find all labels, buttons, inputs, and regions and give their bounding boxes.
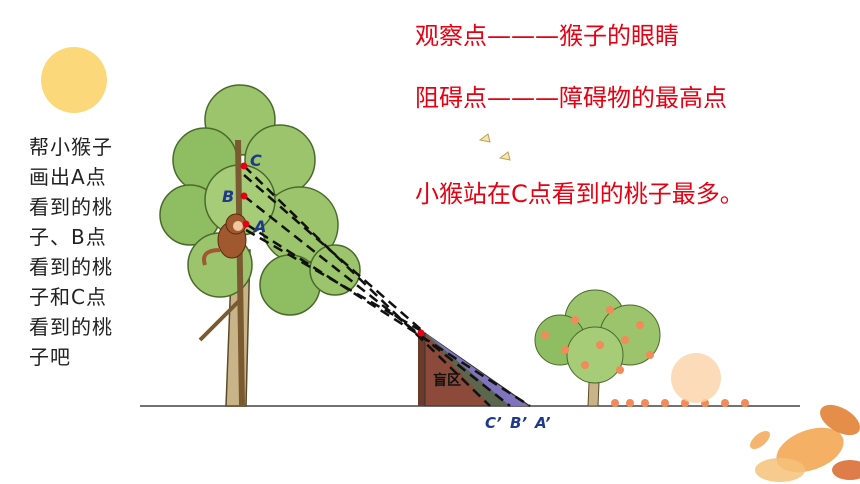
- point-b-dot: [240, 192, 248, 200]
- blind-zone-label: 盲区: [433, 372, 461, 389]
- point-c-dot: [240, 162, 248, 170]
- obstacle-point-text: 阻碍点———障碍物的最高点: [415, 84, 727, 112]
- point-a-label: A: [252, 217, 266, 236]
- ground-point-c-label: C’: [485, 414, 502, 432]
- sight-lines: [243, 165, 531, 408]
- ground-point-a-label: A’: [534, 414, 551, 432]
- ground-peaches: [611, 399, 749, 407]
- big-tree: [159, 84, 361, 407]
- point-b-label: B: [222, 187, 234, 206]
- butterfly-icon: [478, 133, 511, 161]
- autumn-leaves-decoration: [750, 404, 860, 482]
- sun-decoration: [41, 47, 107, 113]
- decor-circle: [671, 353, 721, 403]
- conclusion-text: 小猴站在C点看到的桃子最多。: [415, 180, 744, 208]
- obstacle-top-point: [417, 329, 425, 337]
- point-a-dot: [242, 220, 250, 228]
- peach-tree: [534, 289, 661, 407]
- ground-point-b-label: B’: [510, 414, 527, 432]
- monkey-figure: [202, 213, 247, 266]
- instruction-text: 帮小猴子画出A点看到的桃子、B点看到的桃子和C点看到的桃子吧: [29, 135, 113, 369]
- observation-point-text: 观察点———猴子的眼睛: [415, 22, 679, 50]
- point-c-label: C: [250, 151, 262, 170]
- obstacle-edge: [418, 333, 425, 406]
